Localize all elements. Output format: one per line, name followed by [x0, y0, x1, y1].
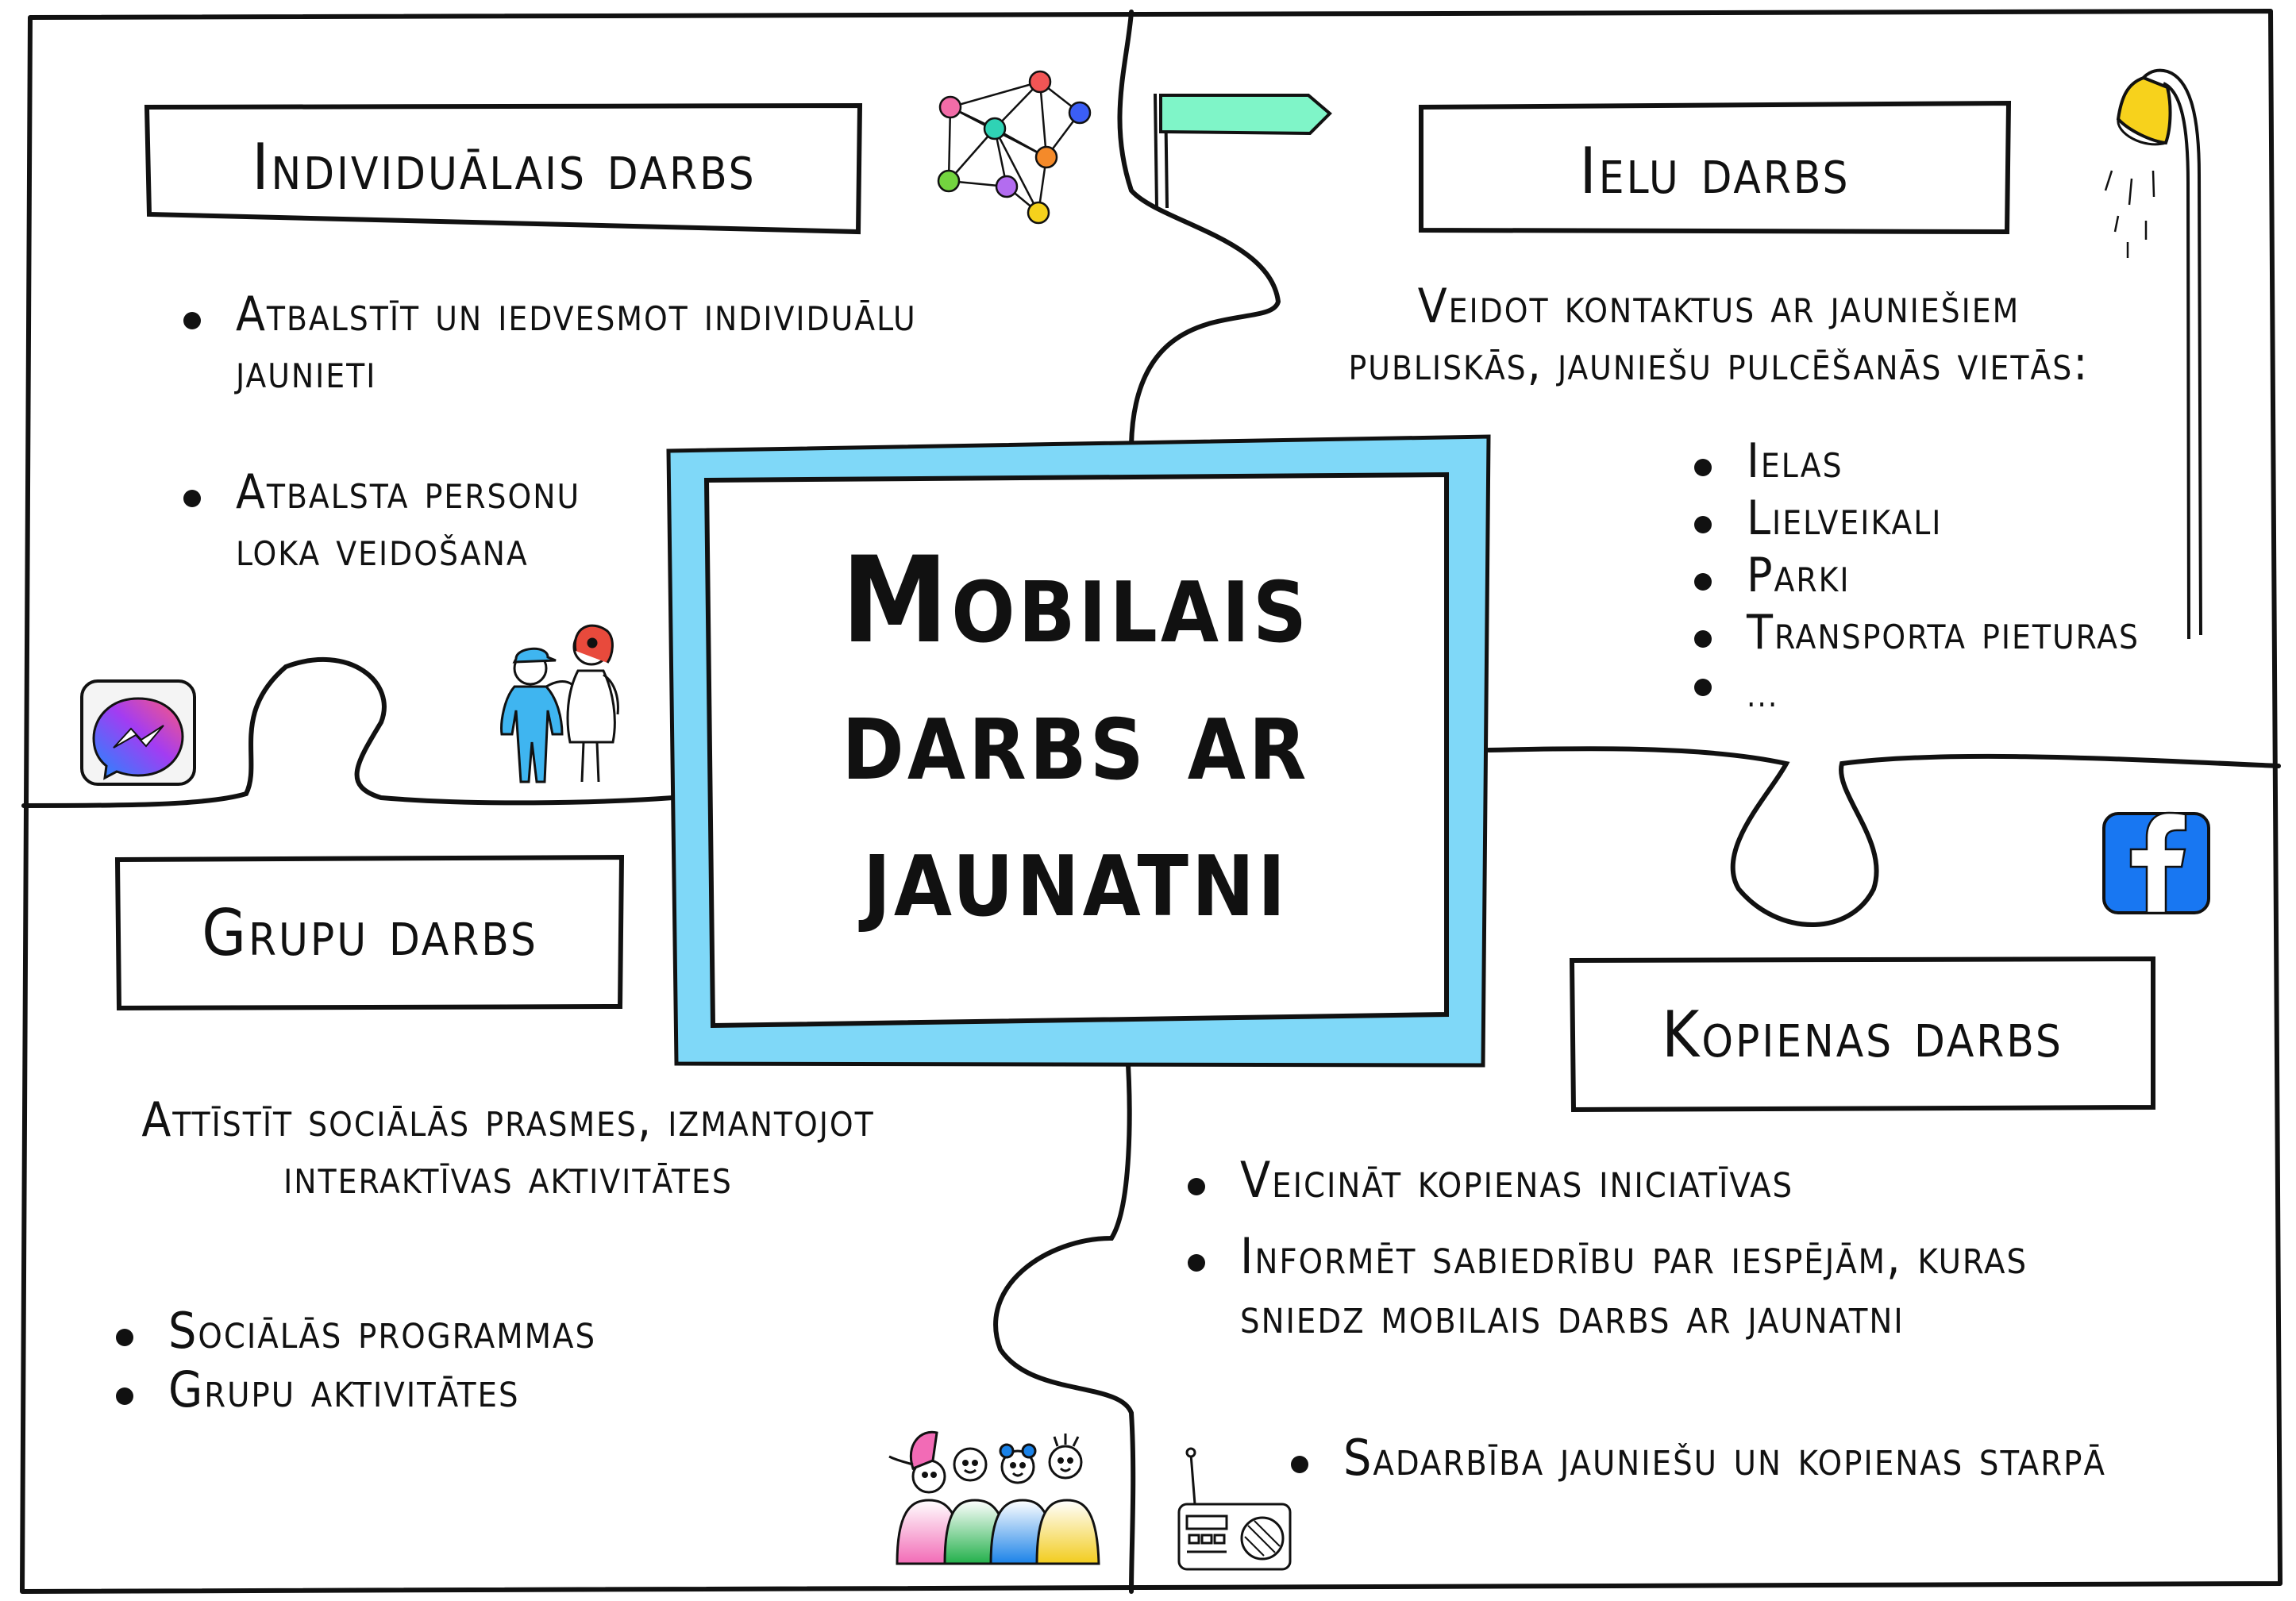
group-work-title: Grupu darbs: [202, 895, 538, 970]
individual-work-list: Atbalstīt un iedvesmot individuālu jauni…: [179, 286, 917, 578]
list-item: Transporta pieturas: [1689, 604, 2140, 661]
list-item: Veicināt kopienas iniciatīvas: [1183, 1151, 2028, 1210]
group-of-kids-icon: [888, 1430, 1100, 1565]
list-item: Sadarbība jauniešu un kopienas starpā: [1286, 1429, 2106, 1487]
group-title-frame: [114, 854, 625, 1011]
list-item: Lielveikali: [1689, 490, 2140, 547]
signpost-icon: [1154, 93, 1332, 209]
individual-title-frame: [144, 102, 863, 235]
community-work-list: Veicināt kopienas iniciatīvas Informēt s…: [1183, 1151, 2028, 1345]
center-inner-box: [703, 471, 1449, 1029]
street-work-intro: Veidot kontaktus ar jauniešiem publiskās…: [1348, 279, 2090, 391]
list-item: Informēt sabiedrību par iespējām, kuras …: [1183, 1227, 2028, 1345]
street-work-places: Ielas Lielveikali Parki Transporta pietu…: [1689, 433, 2140, 715]
group-work-list: Sociālās programmas Grupu aktivitātes: [111, 1302, 596, 1420]
list-item: Atbalsta personu loka veidošana: [179, 464, 917, 578]
list-item: Sociālās programmas: [111, 1302, 596, 1360]
outer-frame: [20, 9, 2283, 1594]
network-icon: [937, 70, 1092, 225]
list-item: ...: [1689, 661, 2140, 715]
community-title-frame: [1569, 956, 2155, 1113]
list-item: Ielas: [1689, 433, 2140, 490]
list-item: Atbalstīt un iedvesmot individuālu jauni…: [179, 286, 917, 400]
street-title-frame: [1419, 100, 2012, 235]
individual-work-title: Individuālais darbs: [252, 129, 757, 204]
list-item: Grupu aktivitātes: [111, 1360, 596, 1419]
community-work-sublist: Sadarbība jauniešu un kopienas starpā: [1286, 1429, 2106, 1487]
list-item: Parki: [1689, 547, 2140, 604]
central-topic: Mobilais darbs ar jaunatni: [841, 532, 1311, 945]
group-work-intro: Attīstīt sociālās prasmes, izmantojot in…: [141, 1092, 875, 1205]
street-work-title: Ielu darbs: [1579, 133, 1851, 208]
facebook-icon: [2102, 811, 2210, 914]
street-lamp-icon: [2104, 68, 2202, 640]
community-work-title: Kopienas darbs: [1662, 997, 2063, 1072]
people-icon: [500, 624, 619, 783]
radio-icon: [1177, 1447, 1292, 1571]
puzzle-boundaries: [21, 10, 2281, 1594]
messenger-icon: [80, 679, 196, 786]
